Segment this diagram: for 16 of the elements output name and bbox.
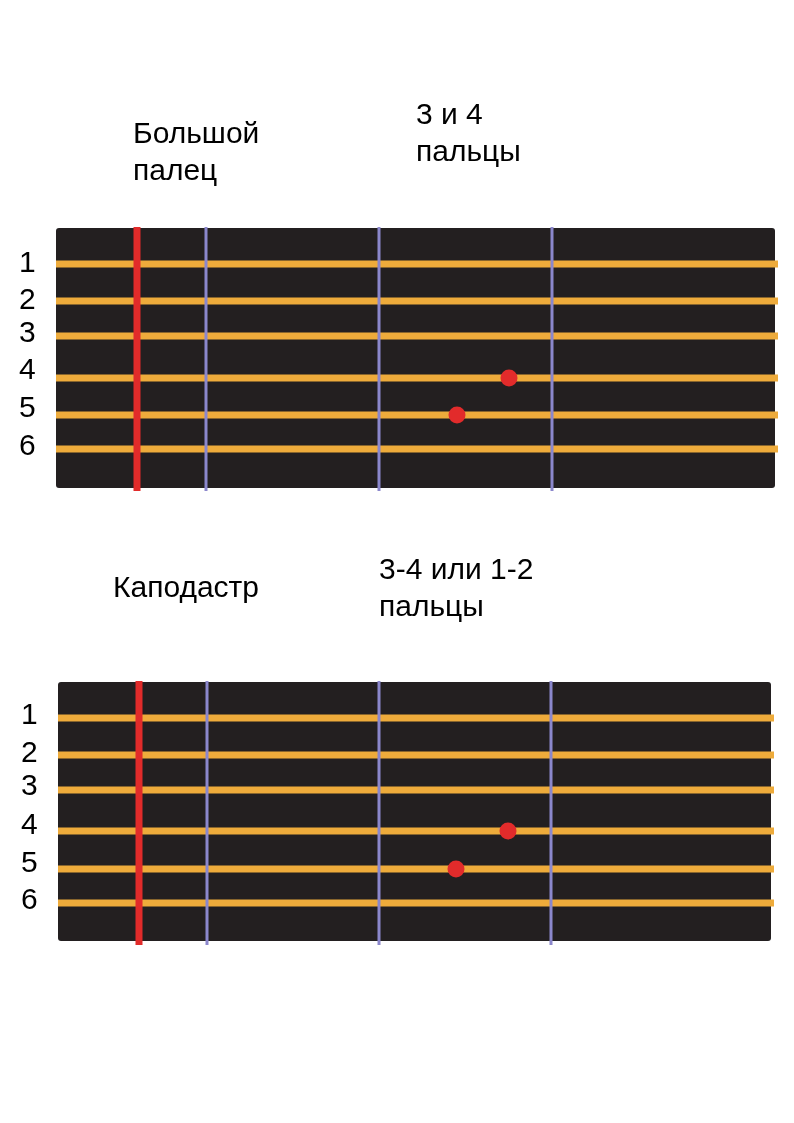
- string-number: 2: [21, 734, 38, 770]
- string-number: 1: [19, 244, 36, 280]
- string-number: 4: [19, 351, 36, 387]
- capo-label: Каподастр: [113, 569, 261, 605]
- finger-label: Большой палец: [133, 115, 261, 188]
- string-number: 4: [21, 806, 38, 842]
- string-number: 5: [21, 844, 38, 880]
- finger-label: 3-4 или 1-2 пальцы: [379, 551, 535, 624]
- string-number: 6: [21, 881, 38, 917]
- string-number: 1: [21, 696, 38, 732]
- string-number: 3: [19, 314, 36, 350]
- finger-label: 3 и 4 пальцы: [416, 96, 522, 169]
- string-number: 2: [19, 281, 36, 317]
- string-number: 3: [21, 767, 38, 803]
- string-number: 5: [19, 389, 36, 425]
- string-number: 6: [19, 427, 36, 463]
